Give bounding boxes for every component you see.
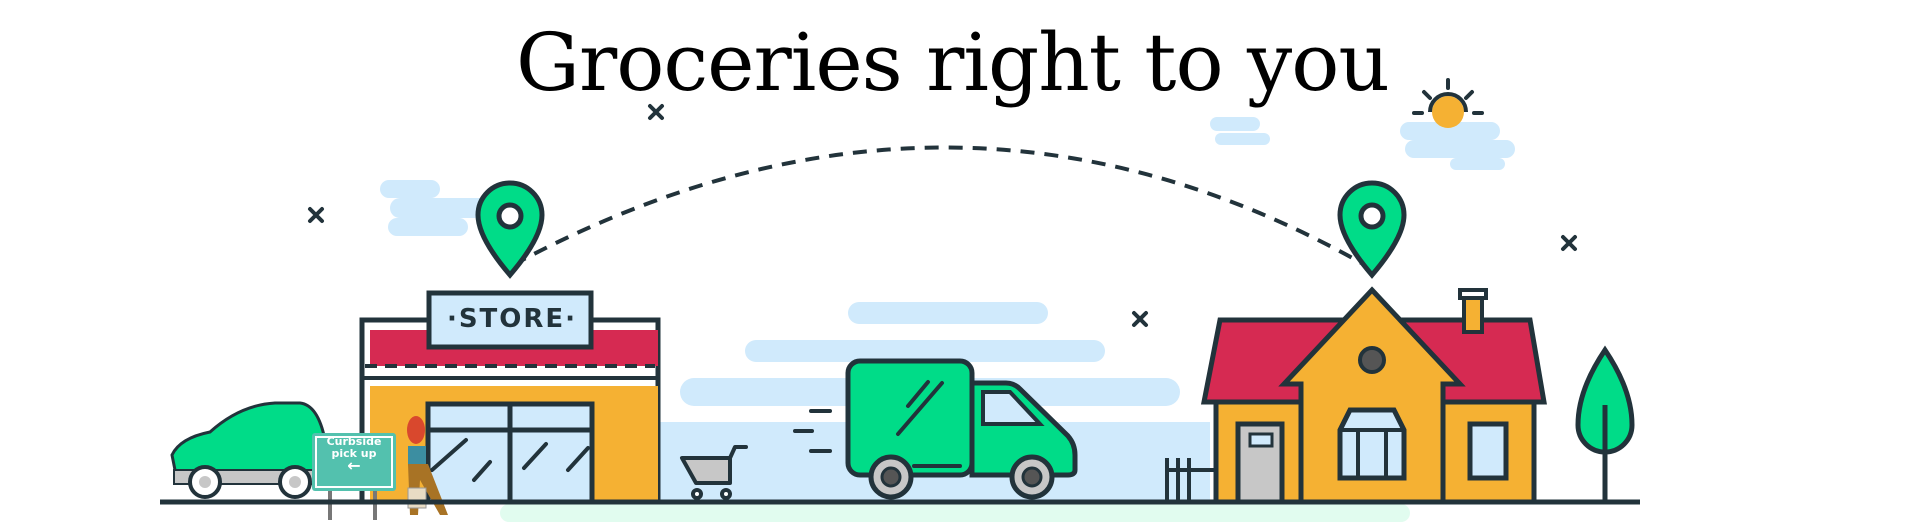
car-icon [170, 401, 332, 499]
store-sign-label: ·STORE· [446, 304, 578, 334]
sun-icon [1412, 78, 1484, 128]
home-pin-icon [1337, 180, 1407, 279]
house-building [1200, 286, 1547, 505]
sparkle-decoration [308, 104, 1577, 327]
fence-icon [1165, 458, 1215, 500]
hero-title: Groceries right to you [516, 16, 1390, 109]
store-building [359, 290, 661, 505]
curbside-line2: pick up [331, 447, 377, 460]
ground-shadow [500, 504, 1410, 522]
store-pin-icon [475, 180, 545, 279]
tree-icon [1575, 345, 1635, 500]
shopping-cart-icon [680, 445, 748, 500]
curbside-sign [312, 433, 396, 520]
arrow-left-icon: ← [347, 456, 361, 475]
route-path [512, 145, 1366, 267]
delivery-truck-icon [793, 358, 1078, 500]
curbside-line1: Curbside [326, 435, 382, 448]
curbside-sign-label: Curbside pick up ← [314, 435, 394, 475]
